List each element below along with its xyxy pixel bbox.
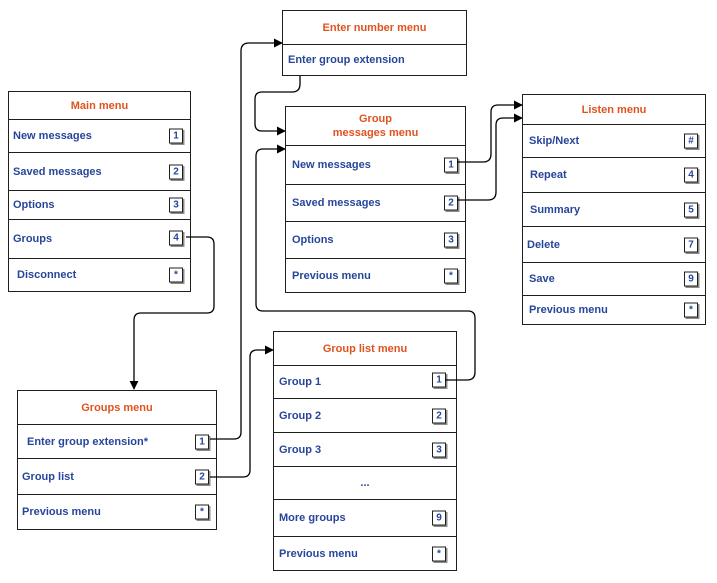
menu-item-label: Options <box>292 234 334 246</box>
ellipsis-label: ... <box>360 477 370 489</box>
groups-menu-title: Groups menu <box>18 391 216 425</box>
connector-group-list-to-group-list-menu <box>210 345 274 478</box>
main-menu-item-groups[interactable]: Groups 4 <box>9 220 190 259</box>
group-list-menu: Group list menu Group 1 1 Group 2 2 Grou… <box>273 331 457 571</box>
menu-item-label: Saved messages <box>292 197 381 209</box>
key-badge: 2 <box>169 164 183 179</box>
menu-item-label: New messages <box>292 159 371 171</box>
key-badge: 7 <box>684 237 698 252</box>
key-badge: 3 <box>444 232 458 248</box>
main-menu-item-disconnect[interactable]: Disconnect * <box>9 259 190 291</box>
groups-menu-item-group-list[interactable]: Group list 2 <box>18 459 216 495</box>
menu-item-label: Previous menu <box>292 269 371 282</box>
menu-item-label: Group 3 <box>279 443 322 456</box>
menu-item-label: Enter group extension* <box>27 435 149 448</box>
group-list-menu-item-group-2[interactable]: Group 2 2 <box>274 399 456 433</box>
group-list-menu-item-group-1[interactable]: Group 1 1 <box>274 366 456 399</box>
listen-menu-item-delete[interactable]: Delete 7 <box>523 227 705 263</box>
menu-item-label: Group list <box>22 470 74 483</box>
key-badge: # <box>684 133 698 149</box>
menu-item-label: Disconnect <box>17 269 77 281</box>
key-badge: 2 <box>195 469 209 484</box>
menu-item-label: Groups <box>13 233 53 245</box>
menu-item-label: Group 1 <box>279 376 322 388</box>
key-badge: 1 <box>432 372 446 388</box>
group-list-menu-item-previous-menu[interactable]: Previous menu * <box>274 537 456 570</box>
key-badge: * <box>432 546 446 561</box>
main-menu-item-saved-messages[interactable]: Saved messages 2 <box>9 153 190 191</box>
menu-item-label: Previous menu <box>22 506 101 518</box>
enter-number-menu-title: Enter number menu <box>283 11 466 45</box>
key-badge: * <box>444 268 458 283</box>
key-badge: * <box>169 267 183 283</box>
group-list-menu-item-ellipsis: ... <box>274 467 456 500</box>
group-list-menu-title: Group list menu <box>274 332 456 366</box>
key-badge: 2 <box>432 408 446 423</box>
groups-menu: Groups menu Enter group extension* 1 Gro… <box>17 390 217 530</box>
key-badge: 4 <box>684 167 698 183</box>
key-badge: 9 <box>684 271 698 287</box>
menu-item-label: Enter group extension <box>288 54 405 66</box>
listen-menu-item-skip-next[interactable]: Skip/Next # <box>523 125 705 158</box>
menu-item-label: More groups <box>279 512 346 524</box>
connector-saved-messages-to-listen-menu <box>457 113 523 201</box>
groups-menu-item-previous-menu[interactable]: Previous menu * <box>18 495 216 529</box>
main-menu-title: Main menu <box>9 92 190 120</box>
menu-item-label: Delete <box>527 238 561 251</box>
menu-item-label: Saved messages <box>13 165 102 178</box>
listen-menu-item-save[interactable]: Save 9 <box>523 263 705 296</box>
group-messages-menu-item-previous-menu[interactable]: Previous menu * <box>286 259 465 292</box>
menu-item-label: New messages <box>13 130 92 142</box>
key-badge: 1 <box>195 434 209 449</box>
menu-item-label: Save <box>529 273 555 285</box>
menu-item-label: Repeat <box>530 169 567 181</box>
enter-number-menu: Enter number menu Enter group extension <box>282 10 467 76</box>
listen-menu-item-summary[interactable]: Summary 5 <box>523 193 705 227</box>
key-badge: 2 <box>444 195 458 211</box>
key-badge: 9 <box>432 510 446 526</box>
enter-number-menu-item-enter-group-extension[interactable]: Enter group extension <box>283 45 466 75</box>
group-list-menu-item-group-3[interactable]: Group 3 3 <box>274 433 456 467</box>
menu-item-label: Group 2 <box>279 409 322 422</box>
listen-menu-item-previous-menu[interactable]: Previous menu * <box>523 296 705 324</box>
key-badge: 1 <box>169 128 183 144</box>
group-messages-menu-title: Group messages menu <box>286 107 465 146</box>
group-messages-menu-item-new-messages[interactable]: New messages 1 <box>286 146 465 185</box>
menu-item-label: Summary <box>530 203 581 216</box>
key-badge: * <box>195 504 209 520</box>
key-badge: 1 <box>444 157 458 173</box>
main-menu: Main menu New messages 1 Saved messages … <box>8 91 191 292</box>
key-badge: 3 <box>432 442 446 457</box>
main-menu-item-new-messages[interactable]: New messages 1 <box>9 120 190 153</box>
connector-enter-extension-to-enter-number-menu <box>210 38 283 440</box>
key-badge: 4 <box>169 230 183 246</box>
listen-menu: Listen menu Skip/Next # Repeat 4 Summary… <box>522 94 706 325</box>
menu-item-label: Previous menu <box>529 304 608 316</box>
group-messages-menu: Group messages menu New messages 1 Saved… <box>285 106 466 293</box>
group-messages-menu-item-saved-messages[interactable]: Saved messages 2 <box>286 185 465 222</box>
menu-item-label: Previous menu <box>279 547 358 560</box>
main-menu-item-options[interactable]: Options 3 <box>9 191 190 220</box>
menu-item-label: Options <box>13 199 55 211</box>
connector-new-messages-to-listen-menu <box>457 100 523 163</box>
key-badge: 3 <box>169 197 183 213</box>
key-badge: * <box>684 302 698 318</box>
menu-item-label: Skip/Next <box>529 135 580 147</box>
listen-menu-title: Listen menu <box>523 95 705 125</box>
key-badge: 5 <box>684 202 698 217</box>
group-list-menu-item-more-groups[interactable]: More groups 9 <box>274 500 456 537</box>
group-messages-menu-item-options[interactable]: Options 3 <box>286 222 465 259</box>
groups-menu-item-enter-group-extension[interactable]: Enter group extension* 1 <box>18 425 216 459</box>
listen-menu-item-repeat[interactable]: Repeat 4 <box>523 158 705 193</box>
